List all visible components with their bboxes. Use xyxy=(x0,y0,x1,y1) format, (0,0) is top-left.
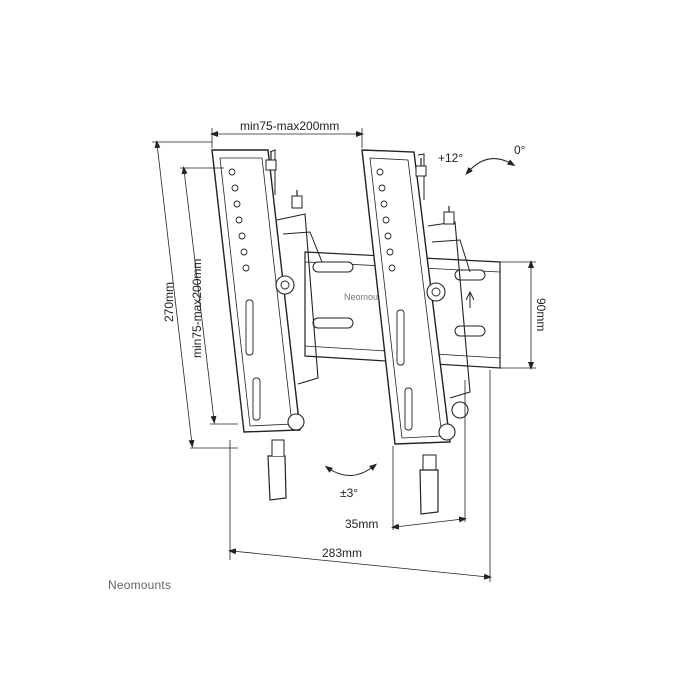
left-height-label: 270mm xyxy=(162,282,176,322)
zero-angle-label: 0° xyxy=(514,143,526,157)
tilt-angle-label: +12° xyxy=(438,151,463,165)
dimension-lines xyxy=(152,128,536,582)
left-vertical-rail xyxy=(211,149,323,501)
inner-height-label: min75-max200mm xyxy=(190,259,204,358)
plate-logo-text: Neomounts xyxy=(344,292,391,302)
depth-label: 35mm xyxy=(345,517,378,531)
brand-name: Neomounts xyxy=(108,578,172,592)
right-vertical-rail xyxy=(361,149,471,515)
swivel-angle-label: ±3° xyxy=(340,486,358,500)
total-width-label: 283mm xyxy=(322,546,362,560)
tilt-arrow xyxy=(465,158,516,175)
swivel-arrow xyxy=(324,463,378,476)
top-width-label: min75-max200mm xyxy=(240,119,339,133)
right-height-label: 90mm xyxy=(534,298,548,331)
